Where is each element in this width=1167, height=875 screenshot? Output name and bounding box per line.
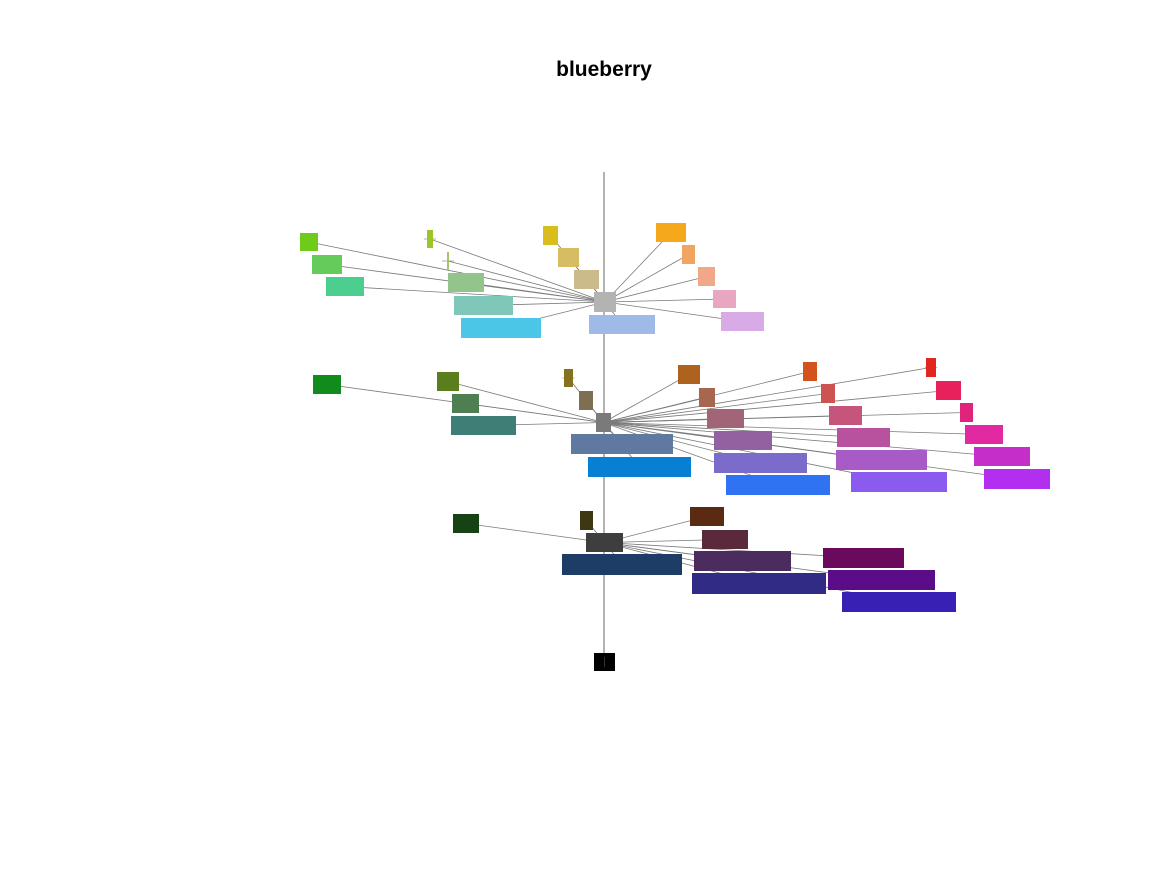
link-layer xyxy=(303,232,1023,603)
color-node-28 xyxy=(451,416,516,435)
color-node-6 xyxy=(558,248,579,267)
color-node-46 xyxy=(702,530,748,549)
color-node-39 xyxy=(588,457,691,477)
color-node-26 xyxy=(821,384,835,403)
color-node-17 xyxy=(313,375,341,394)
color-node-12 xyxy=(454,296,513,315)
color-node-51 xyxy=(692,573,826,594)
color-node-1 xyxy=(427,230,433,248)
color-node-49 xyxy=(562,554,682,575)
color-node-37 xyxy=(714,453,807,473)
color-node-11 xyxy=(698,267,715,286)
color-node-38 xyxy=(836,450,927,470)
color-node-43 xyxy=(453,514,479,533)
color-node-30 xyxy=(829,406,862,425)
link-line-0 xyxy=(308,241,606,303)
color-node-40 xyxy=(726,475,830,495)
link-line-40 xyxy=(603,422,779,486)
color-node-2 xyxy=(543,226,558,245)
color-node-3 xyxy=(656,223,686,242)
color-node-24 xyxy=(579,391,593,410)
color-node-21 xyxy=(803,362,817,381)
color-node-4 xyxy=(312,255,342,274)
link-line-18 xyxy=(447,381,604,423)
link-line-13 xyxy=(604,298,725,303)
link-line-25 xyxy=(603,397,708,423)
hub-layer xyxy=(586,292,623,671)
link-line-3 xyxy=(604,232,672,303)
color-node-7 xyxy=(682,245,695,264)
link-line-43 xyxy=(465,523,605,543)
color-node-15 xyxy=(589,315,655,334)
link-line-23 xyxy=(465,403,604,423)
color-node-50 xyxy=(828,570,935,590)
color-node-22 xyxy=(926,358,936,377)
color-node-48 xyxy=(823,548,904,568)
node-layer xyxy=(300,223,1050,612)
color-node-35 xyxy=(571,434,673,454)
color-node-29 xyxy=(707,409,744,428)
link-line-16 xyxy=(604,301,743,322)
link-line-48 xyxy=(604,542,864,559)
link-line-8 xyxy=(344,286,606,303)
link-line-27 xyxy=(603,390,949,423)
color-node-45 xyxy=(690,507,724,526)
color-node-25 xyxy=(699,388,715,407)
color-node-19 xyxy=(564,369,573,387)
link-line-42 xyxy=(603,422,1018,480)
color-node-16 xyxy=(721,312,764,331)
chart-title: blueberry xyxy=(556,58,652,81)
color-node-41 xyxy=(851,472,947,492)
color-node-32 xyxy=(714,431,772,450)
hub-node-light xyxy=(594,292,616,312)
color-node-47 xyxy=(694,551,791,571)
link-line-33 xyxy=(603,422,864,438)
link-line-9 xyxy=(465,282,606,303)
link-line-22 xyxy=(603,367,932,423)
link-line-7 xyxy=(604,254,689,303)
link-line-20 xyxy=(603,374,690,423)
color-node-10 xyxy=(574,270,599,289)
color-node-34 xyxy=(965,425,1003,444)
hub-node-dark xyxy=(586,533,623,552)
link-line-5 xyxy=(447,260,606,303)
color-node-5 xyxy=(447,252,449,270)
color-node-0 xyxy=(300,233,318,251)
color-node-14 xyxy=(461,318,541,338)
color-node-33 xyxy=(837,428,890,447)
color-node-8 xyxy=(326,277,364,296)
color-node-20 xyxy=(678,365,700,384)
link-line-41 xyxy=(603,422,900,483)
link-line-11 xyxy=(604,276,707,303)
color-node-44 xyxy=(580,511,593,530)
link-line-34 xyxy=(603,422,985,435)
link-line-31 xyxy=(603,412,967,423)
color-node-42 xyxy=(984,469,1050,489)
link-line-36 xyxy=(603,422,1003,457)
link-line-26 xyxy=(603,393,829,423)
color-node-36 xyxy=(974,447,1030,466)
link-line-1 xyxy=(429,238,606,303)
hub-node-mid xyxy=(596,413,611,432)
color-node-31 xyxy=(960,403,973,422)
color-node-27 xyxy=(936,381,961,400)
color-node-13 xyxy=(713,290,736,308)
color-node-9 xyxy=(448,273,484,292)
color-node-52 xyxy=(842,592,956,612)
color-node-18 xyxy=(437,372,459,391)
color-node-23 xyxy=(452,394,479,413)
